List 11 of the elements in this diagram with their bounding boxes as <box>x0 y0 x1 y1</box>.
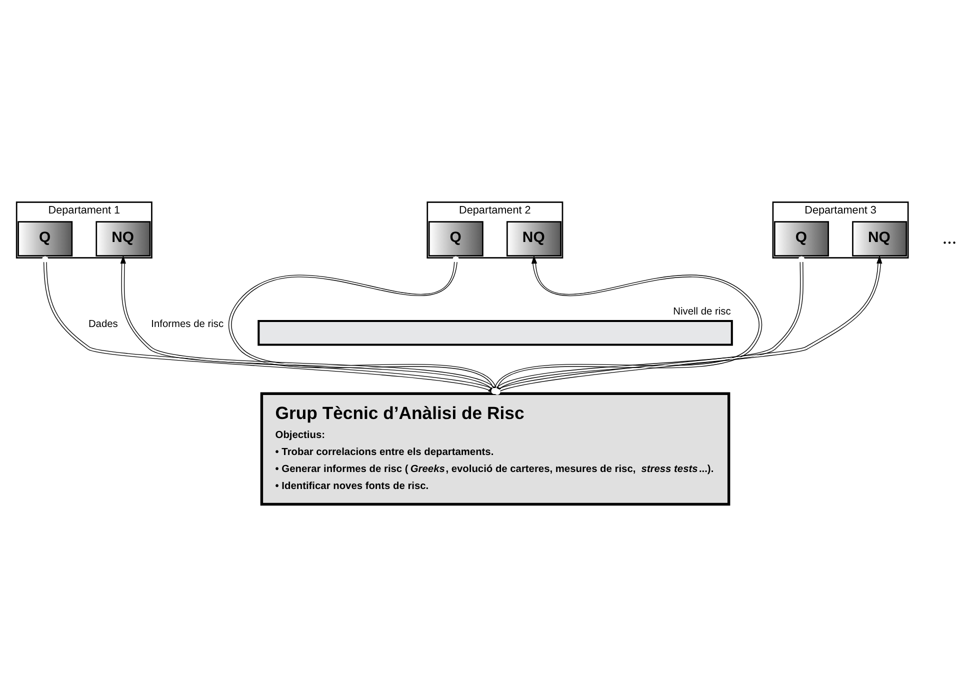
node-box: Grup Tècnic d’Anàlisi de Risc Objectius: • Trobar correlacions entre els departaments. • Generar informes de risc (Greeks, evolució de carteres, mesures de risc, stress tests...). • Identificar noves fonts de risc. <box>260 392 730 506</box>
node-box: Q <box>428 220 484 256</box>
edge-label: Dades <box>88 318 118 330</box>
node-label: Nivell de risc <box>673 306 731 318</box>
node-box: Q <box>774 220 829 256</box>
node-box: NQ <box>96 220 151 256</box>
node-box: NQ <box>506 220 562 256</box>
edge-label: Informes de risc <box>151 318 224 330</box>
node-box: NQ <box>852 220 908 256</box>
node-box: Q <box>18 220 73 256</box>
label: ... <box>942 226 957 248</box>
